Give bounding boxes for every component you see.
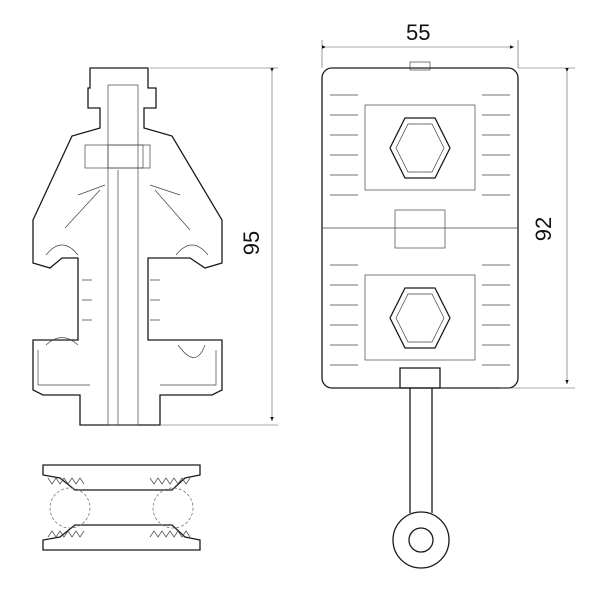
front-view	[321, 40, 575, 569]
section-view	[42, 464, 201, 551]
side-view	[32, 67, 278, 426]
width-dimension-label: 55	[406, 20, 431, 45]
height-dimension-label-side: 95	[239, 230, 265, 256]
height-dimension-label-front: 92	[531, 216, 557, 242]
